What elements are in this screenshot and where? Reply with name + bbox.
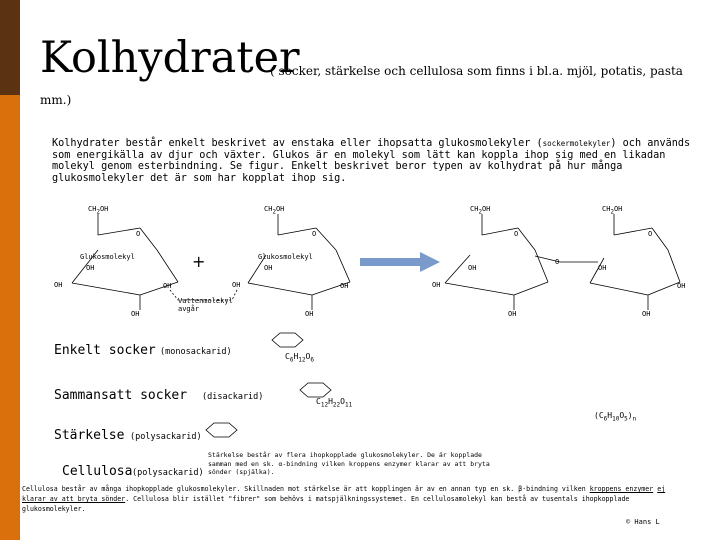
ring-oxygen-4: O (648, 230, 653, 238)
starch-sub: (polysackarid) (130, 432, 202, 442)
oh-label: OH (86, 264, 95, 272)
sidebar-bottom-block (0, 95, 20, 540)
ring-oxygen-3: O (514, 230, 519, 238)
disaccharide-sub: (disackarid) (202, 392, 264, 402)
ring-oxygen-2: O (312, 230, 317, 238)
oh-label: OH (468, 264, 477, 272)
ch2oh-label-1: CH2OH (88, 205, 109, 216)
page-title: Kolhydrater (40, 33, 300, 83)
starch-label: Stärkelse (54, 428, 125, 443)
cellulose-note-start: Cellulosa består av många ihopkopplade g… (22, 485, 590, 493)
oh-label: OH (432, 281, 441, 289)
page-subtitle: ( socker, stärkelse och cellulosa som fi… (270, 64, 683, 78)
polysaccharide-formula: (C6H10O5)n (594, 411, 637, 423)
oh-label: OH (232, 281, 241, 289)
cellulose-sub: (polysackarid) (132, 468, 204, 478)
monosaccharide-label: Enkelt socker (54, 343, 156, 358)
oh-label: OH (598, 264, 607, 272)
disaccharide-formula: C12H22O11 (316, 397, 353, 409)
oh-label: OH (163, 282, 172, 290)
water-leaving-label-2: avgår (178, 305, 200, 313)
oh-label: OH (677, 282, 686, 290)
intro-text-start: Kolhydrater består enkelt beskrivet av e… (52, 138, 543, 149)
ch2oh-label-4: CH2OH (602, 205, 623, 216)
sidebar-top-block (0, 0, 20, 95)
disaccharide-label: Sammansatt socker (54, 388, 188, 403)
oh-label: OH (305, 310, 314, 318)
plus-sign: + (192, 252, 206, 271)
oh-label: OH (642, 310, 651, 318)
bridge-oxygen: O (555, 258, 560, 266)
glucose-label-2: Glukosmolekyl (258, 253, 313, 261)
oh-label: OH (340, 282, 349, 290)
oh-label: OH (131, 310, 140, 318)
starch-note: Stärkelse består av flera ihopkopplade g… (208, 451, 490, 476)
sidebar-decoration (0, 0, 20, 540)
glucose-label-1: Glukosmolekyl (80, 253, 135, 261)
cellulose-note-end: . Cellulosa blir istället "fibrer" som b… (22, 495, 630, 513)
oh-label: OH (508, 310, 517, 318)
cellulose-label: Cellulosa (62, 464, 133, 479)
copyright-text: © Hans L (626, 518, 660, 526)
ch2oh-label-3: CH2OH (470, 205, 491, 216)
reaction-arrow-icon (360, 252, 440, 272)
oh-label: OH (264, 264, 273, 272)
intro-paragraph: Kolhydrater består enkelt beskrivet av e… (52, 138, 692, 184)
oh-label: OH (54, 281, 63, 289)
cellulose-note-underline-2: ej klarar av att bryta sönder (22, 485, 666, 503)
cellulose-note-underline-1: kroppens enzymer (589, 485, 654, 493)
intro-small-term: sockermolekyler (542, 139, 611, 148)
ring-oxygen-1: O (136, 230, 141, 238)
monosaccharide-formula: C6H12O6 (285, 352, 314, 364)
ch2oh-label-2: CH2OH (264, 205, 285, 216)
monosaccharide-sub: (monosackarid) (160, 347, 232, 357)
page-subtitle-continued: mm.) (40, 93, 72, 107)
intro-text-end: ) och används som energikälla av djur oc… (52, 138, 691, 184)
cellulose-note: Cellulosa består av många ihopkopplade g… (22, 484, 692, 514)
water-leaving-label: Vattenmolekyl (178, 297, 233, 305)
